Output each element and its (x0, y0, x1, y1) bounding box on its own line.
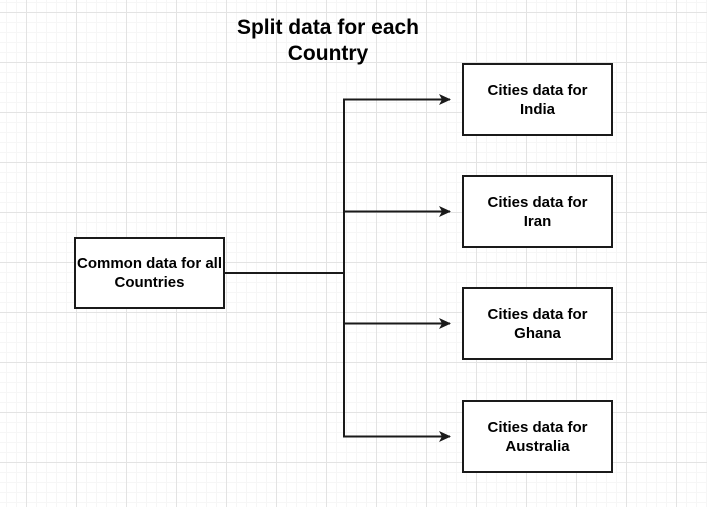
node-label-line2: Australia (505, 437, 570, 455)
node-label-line2: Iran (523, 212, 552, 230)
node-label-line2: Countries (114, 274, 185, 291)
diagram-title-line1: Split data for each (236, 16, 420, 39)
node-cities-australia[interactable]: Cities data for Australia (462, 400, 613, 473)
node-cities-iran[interactable]: Cities data for Iran (462, 175, 613, 248)
node-label-line1: Cities data for (487, 305, 588, 323)
node-label-line1: Common data for all (76, 255, 222, 272)
node-cities-india[interactable]: Cities data for India (462, 63, 613, 136)
node-label-line2: Ghana (514, 324, 561, 342)
node-label-line1: Cities data for (487, 81, 588, 99)
node-label-line1: Cities data for (487, 193, 588, 211)
connector-trunk (224, 98, 345, 438)
node-cities-ghana[interactable]: Cities data for Ghana (462, 287, 613, 360)
node-common-data[interactable]: Common data for all Countries (74, 237, 225, 309)
node-label-line1: Cities data for (487, 418, 588, 436)
diagram-title: Split data for each Country (237, 15, 419, 67)
node-label-line2: India (519, 100, 555, 118)
diagram-title-line2: Country (287, 42, 369, 65)
